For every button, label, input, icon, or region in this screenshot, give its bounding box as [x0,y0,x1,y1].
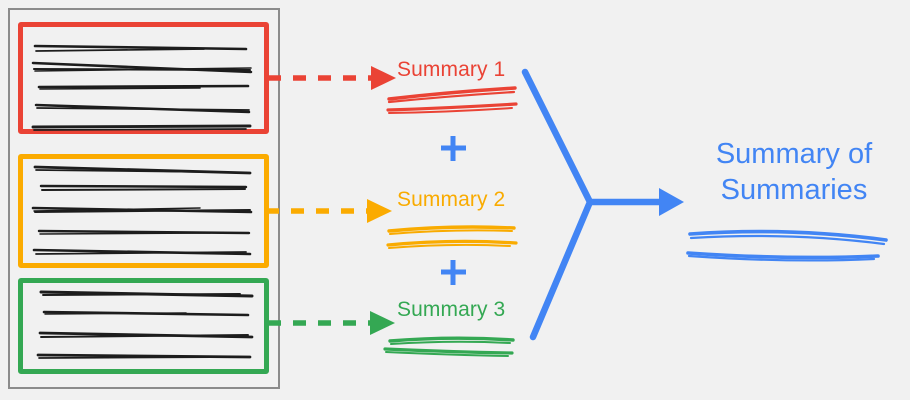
final-title-line-2: Summaries [720,174,868,206]
summary-3-underlines [383,336,515,357]
summary-1-underlines [386,86,518,114]
summary-of-summaries-title: Summary of Summaries [688,136,900,208]
final-title-line-1: Summary of [715,138,873,170]
summary-2-label: Summary 2 [397,188,506,211]
chunk-box-2[interactable] [18,154,269,268]
chunk-box-1[interactable] [18,22,269,134]
plus-operator-2 [441,260,466,285]
document-panel [8,8,280,389]
summary-1-label: Summary 1 [397,58,506,81]
summary-2-underlines [386,225,518,249]
arrow-chunk-2-to-summary-2 [266,199,392,223]
arrow-chunk-1-to-summary-1 [268,66,396,90]
chunk-box-3[interactable] [18,278,269,374]
merge-connector [521,68,684,341]
plus-operator-1 [441,136,466,161]
final-underlines [686,229,888,262]
summary-3-label: Summary 3 [397,298,506,321]
arrow-chunk-3-to-summary-3 [268,311,395,335]
